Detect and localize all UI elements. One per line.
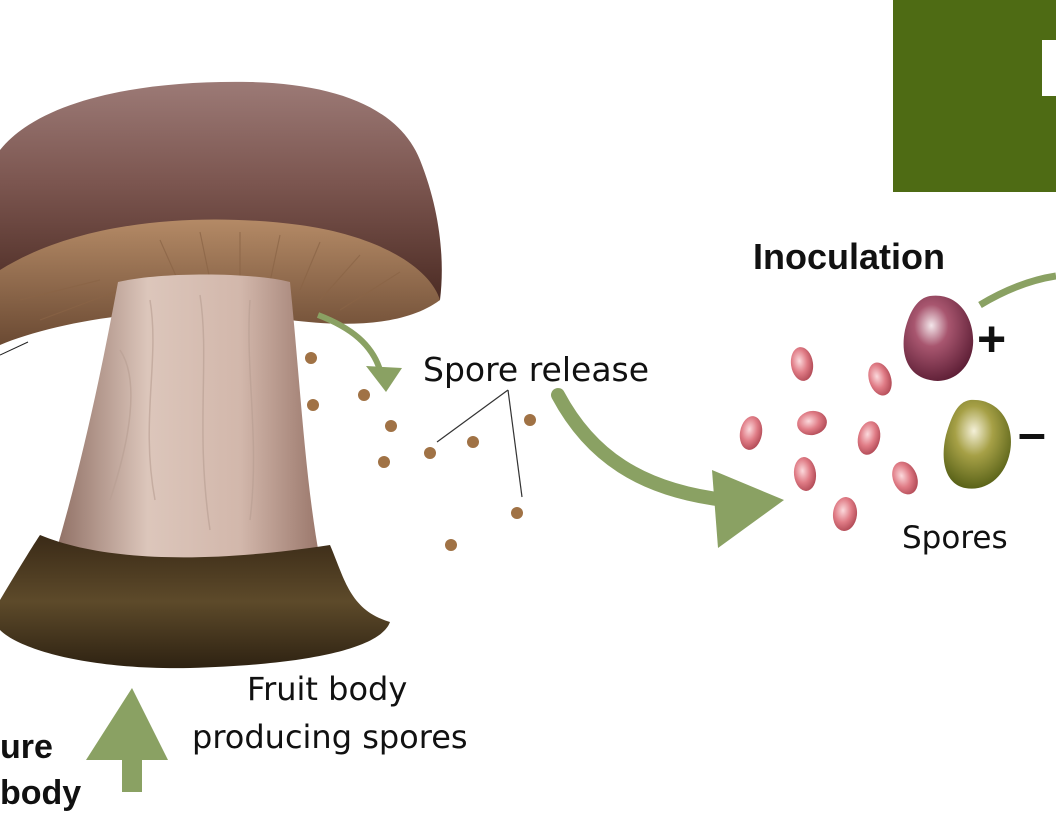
stage-panel-letter-fragment — [1042, 40, 1056, 96]
plus-mating-spore — [903, 295, 974, 381]
spores-label: Spores — [902, 520, 1008, 556]
mushroom-life-cycle-diagram — [0, 81, 1056, 792]
release-to-spores-arrow — [551, 388, 784, 548]
stem-texture — [109, 294, 255, 531]
fruit-body-label-line1: Fruit body — [247, 670, 408, 708]
mushroom-stem — [55, 274, 320, 575]
mushroom-volva-base — [0, 535, 390, 669]
upward-arrow — [86, 688, 168, 792]
mushroom-illustration — [0, 81, 442, 669]
spore-release-leader-lines — [436, 389, 523, 498]
cut-off-label-line1: ure — [0, 728, 53, 766]
fruit-body-label-line2: producing spores — [192, 718, 468, 756]
inoculation-arrow — [978, 272, 1056, 309]
stage-panel — [893, 0, 1056, 192]
left-pointer-line — [0, 341, 29, 356]
minus-mating-type-sign: – — [1018, 405, 1046, 461]
minus-mating-spore — [943, 399, 1011, 489]
spore-dots — [305, 352, 536, 551]
cap-to-spore-arrow — [316, 312, 402, 392]
cut-off-label-line2: body — [0, 774, 82, 812]
pink-spores — [739, 347, 918, 531]
plus-mating-type-sign: + — [977, 311, 1007, 367]
inoculation-label: Inoculation — [753, 236, 945, 277]
spore-release-label: Spore release — [423, 350, 650, 389]
